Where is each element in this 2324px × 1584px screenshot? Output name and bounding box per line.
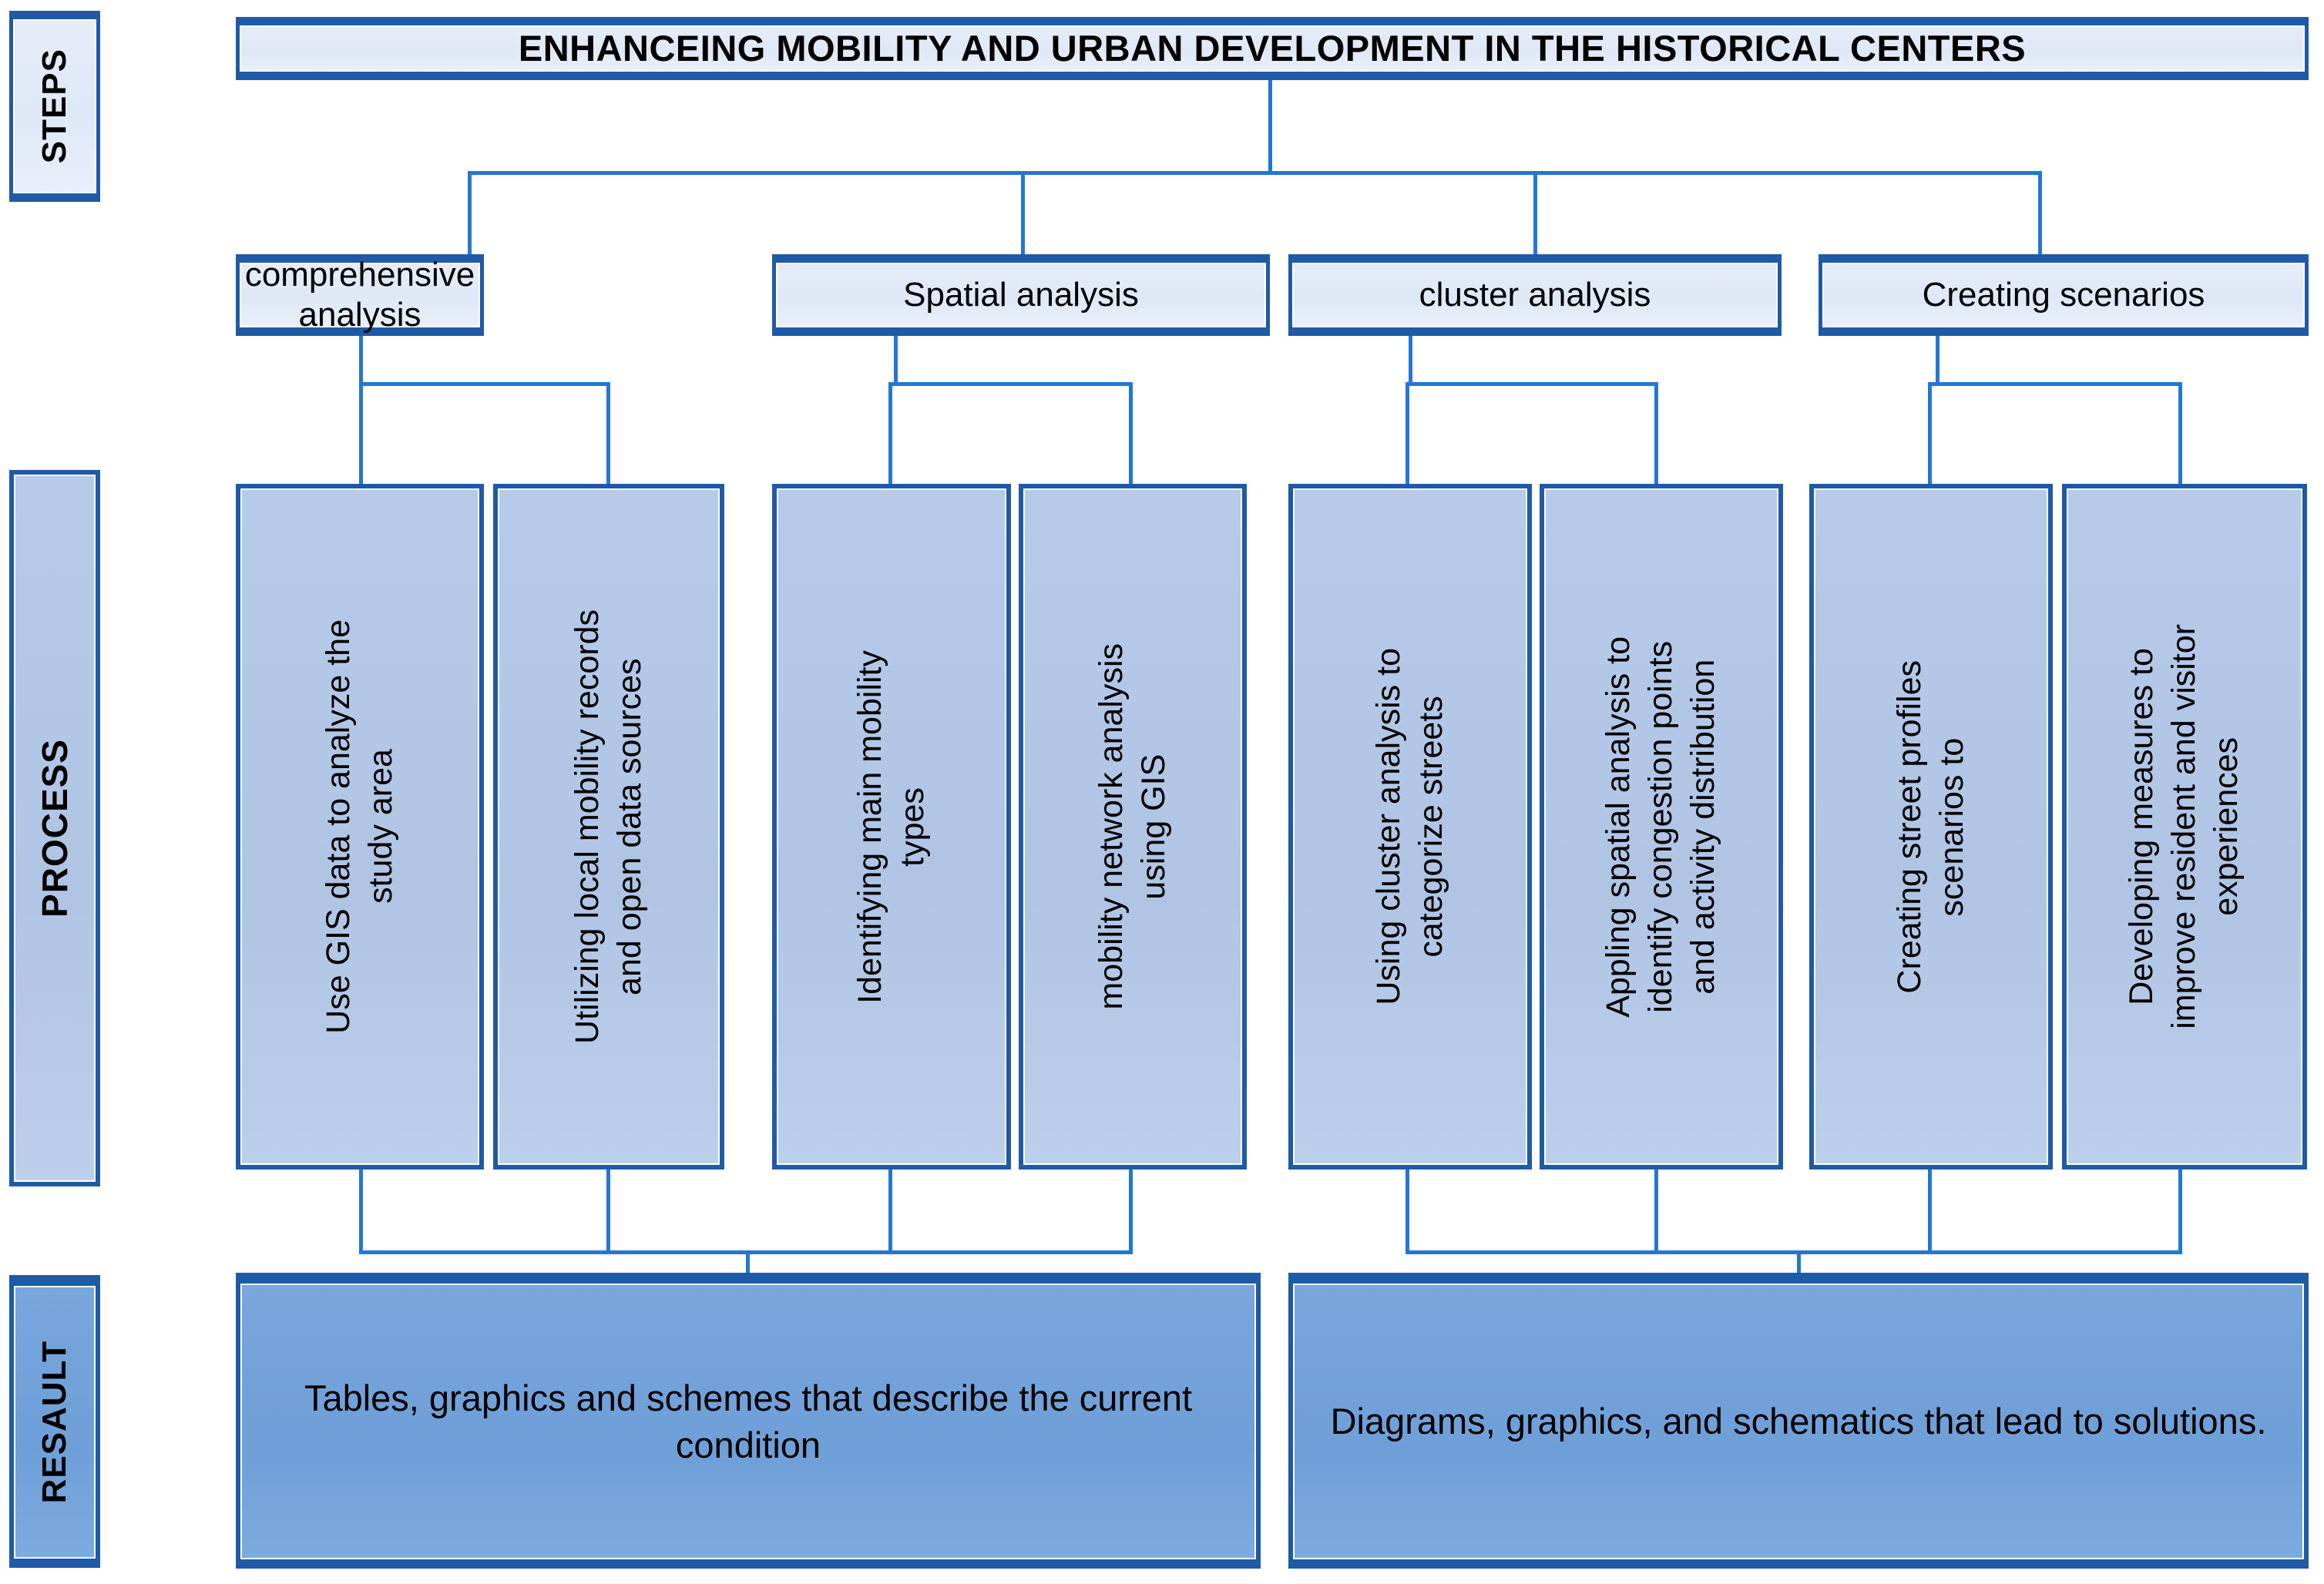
connector-step-3-drop xyxy=(2038,171,2042,256)
connector-proc-4-rise xyxy=(1405,1170,1409,1254)
process-box-network-analysis-gis[interactable]: mobility network analysis using GIS xyxy=(1019,484,1247,1170)
connector-proc-3-drop xyxy=(1129,382,1133,485)
connector-group-0-bus xyxy=(359,382,610,386)
connector-proc-4-drop xyxy=(1405,382,1409,485)
process-1-label: Utilizing local mobility records and ope… xyxy=(568,609,648,1044)
process-box-gis-study-area[interactable]: Use GIS data to analyze the study area xyxy=(236,484,484,1170)
connector-proc-2-drop xyxy=(888,382,892,485)
process-box-street-profiles[interactable]: Creating street profiles scenarios to xyxy=(1809,484,2053,1170)
connector-proc-7-drop xyxy=(2178,382,2182,485)
connector-proc-1-drop xyxy=(606,382,610,485)
process-4-label: Using cluster analysis to categorize str… xyxy=(1369,648,1449,1005)
connector-proc-2-rise xyxy=(888,1170,892,1254)
connector-group-1-bus xyxy=(888,382,1133,386)
step-box-spatial-analysis[interactable]: Spatial analysis xyxy=(772,254,1270,336)
step-3-label: Creating scenarios xyxy=(1922,276,2205,314)
band-result-label: RESAULT xyxy=(35,1341,74,1504)
connector-group-0-stem xyxy=(359,336,363,384)
connector-step-2-drop xyxy=(1533,171,1537,256)
process-3-label: mobility network analysis using GIS xyxy=(1092,643,1172,1010)
process-box-developing-measures[interactable]: Developing measures to improve resident … xyxy=(2062,484,2307,1170)
step-box-cluster-analysis[interactable]: cluster analysis xyxy=(1288,254,1782,336)
connector-proc-7-rise xyxy=(2178,1170,2182,1254)
step-0-label: comprehensive analysis xyxy=(244,256,475,334)
band-steps-label: STEPS xyxy=(35,49,74,164)
connector-steps-bus xyxy=(468,171,2042,175)
process-7-label: Developing measures to improve resident … xyxy=(2123,624,2245,1029)
band-steps: STEPS xyxy=(9,11,100,202)
connector-group-3-stem xyxy=(1936,336,1939,384)
step-2-label: cluster analysis xyxy=(1419,276,1651,314)
connector-proc-6-drop xyxy=(1928,382,1932,485)
band-process: PROCESS xyxy=(9,470,100,1186)
process-0-label: Use GIS data to analyze the study area xyxy=(319,619,399,1034)
step-1-label: Spatial analysis xyxy=(903,276,1139,314)
step-box-creating-scenarios[interactable]: Creating scenarios xyxy=(1819,254,2309,336)
band-result: RESAULT xyxy=(9,1275,100,1568)
connector-result-0-stem xyxy=(746,1250,750,1277)
connector-title-stem xyxy=(1268,80,1272,173)
connector-result-1-bus xyxy=(1405,1250,2182,1254)
connector-step-1-drop xyxy=(1021,171,1025,256)
result-1-label: Diagrams, graphics, and schematics that … xyxy=(1330,1401,2267,1442)
result-box-current-condition[interactable]: Tables, graphics and schemes that descri… xyxy=(236,1273,1261,1569)
connector-result-1-stem xyxy=(1797,1250,1801,1277)
connector-group-3-bus xyxy=(1928,382,2182,386)
result-box-solutions[interactable]: Diagrams, graphics, and schematics that … xyxy=(1288,1273,2309,1569)
connector-proc-3-rise xyxy=(1129,1170,1133,1254)
connector-proc-0-drop xyxy=(359,382,363,485)
process-box-main-mobility-types[interactable]: Identifying main mobility types xyxy=(772,484,1011,1170)
result-0-label: Tables, graphics and schemes that descri… xyxy=(304,1377,1193,1465)
connector-step-0-drop xyxy=(468,171,472,256)
diagram-title: ENHANCEING MOBILITY AND URBAN DEVELOPMEN… xyxy=(236,17,2309,80)
connector-proc-6-rise xyxy=(1928,1170,1932,1254)
band-process-label: PROCESS xyxy=(34,739,75,918)
connector-proc-5-drop xyxy=(1654,382,1658,485)
connector-group-1-stem xyxy=(894,336,898,384)
diagram-title-text: ENHANCEING MOBILITY AND URBAN DEVELOPMEN… xyxy=(518,28,2027,69)
process-box-categorize-streets[interactable]: Using cluster analysis to categorize str… xyxy=(1288,484,1532,1170)
connector-group-2-stem xyxy=(1409,336,1412,384)
process-5-label: Appling spatial analysis to identify con… xyxy=(1600,636,1722,1018)
process-2-label: Identifying main mobility types xyxy=(851,649,931,1004)
connector-proc-0-rise xyxy=(359,1170,363,1254)
process-box-congestion-points[interactable]: Appling spatial analysis to identify con… xyxy=(1540,484,1783,1170)
process-6-label: Creating street profiles scenarios to xyxy=(1890,659,1970,994)
connector-proc-5-rise xyxy=(1654,1170,1658,1254)
step-box-comprehensive-analysis[interactable]: comprehensive analysis xyxy=(236,254,484,336)
connector-proc-1-rise xyxy=(606,1170,610,1254)
connector-group-2-bus xyxy=(1405,382,1658,386)
process-box-local-mobility-records[interactable]: Utilizing local mobility records and ope… xyxy=(493,484,724,1170)
